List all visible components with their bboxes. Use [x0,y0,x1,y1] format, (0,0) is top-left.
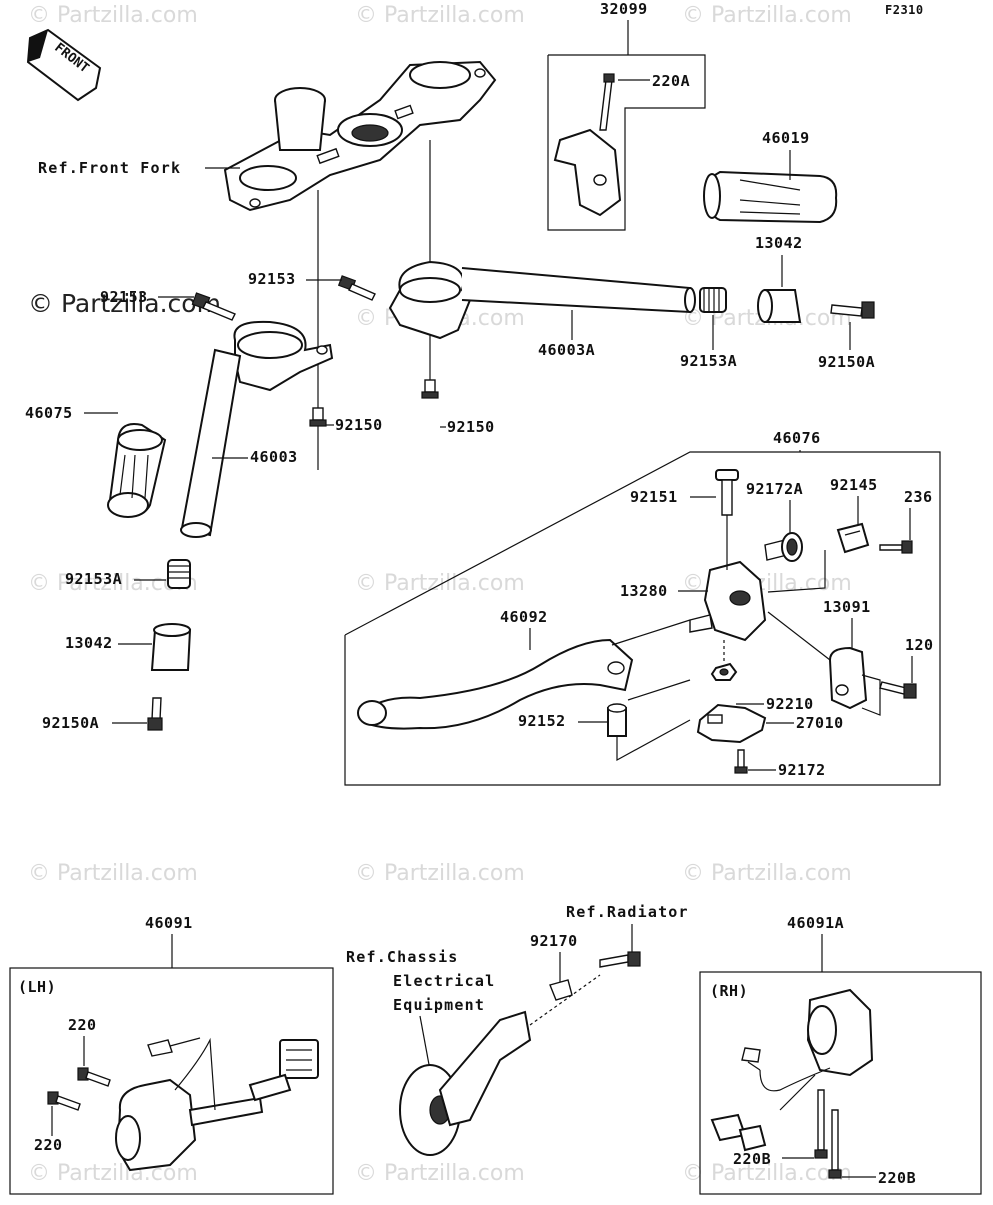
bolt-92150A-left [147,697,163,731]
nut-92210 [710,662,738,681]
label-27010: 27010 [796,714,844,732]
watermark: © Partzilla.com [28,3,198,28]
label-220-b: 220 [34,1136,63,1154]
watermark: © Partzilla.com [355,1161,525,1186]
horn [399,951,641,1156]
label-92170: 92170 [530,932,578,950]
bolt-120 [879,681,917,699]
label-46091: 46091 [145,914,193,932]
label-92172: 92172 [778,761,826,779]
screw-236 [879,540,913,554]
screw-220-a [77,1067,111,1087]
collar-92152 [607,703,627,737]
side-rh: (RH) [710,982,748,1000]
adjuster-92172A [764,532,803,562]
lever-holder [689,560,767,642]
pivot-bolt-92151 [715,469,739,516]
bolt-92153-left [191,292,236,321]
label-13280: 13280 [620,582,668,600]
bar-end-13042-left [150,623,192,671]
lever-guard-32099 [553,73,622,217]
label-92145: 92145 [830,476,878,494]
bolt-92150A-right [830,301,875,319]
label-92172A: 92172A [746,480,803,498]
label-92152: 92152 [518,712,566,730]
watermark-main: © Partzilla.com [28,289,221,318]
label-92150-b: 92150 [447,418,495,436]
label-46019: 46019 [762,129,810,147]
bolt-92153-right [337,275,376,301]
label-220-a: 220 [68,1016,97,1034]
watermark: © Partzilla.com [682,1161,852,1186]
bolt-92150-right [421,379,439,399]
bar-end-weight-right [699,287,727,313]
diagram-code: F2310 [885,3,924,17]
bar-end-weight-left [167,559,191,589]
label-92153A-top: 92153A [680,352,737,370]
left-handlebar [180,320,334,538]
watermark: © Partzilla.com [682,3,852,28]
screw-220B-b [828,1109,842,1179]
watermark: © Partzilla.com [682,861,852,886]
clutch-lever [357,638,634,730]
label-46003A: 46003A [538,341,595,359]
ref-chassis-1: Ref.Chassis [346,948,459,966]
label-92153-b: 92153 [248,270,296,288]
label-92153-a: 92153 [100,288,148,306]
label-236: 236 [904,488,933,506]
upper-triple-clamp [223,60,497,212]
bolt-92150-left [309,407,327,427]
label-13091: 13091 [823,598,871,616]
label-220B-a: 220B [733,1150,771,1168]
screw-220-b [47,1091,81,1111]
label-92151: 92151 [630,488,678,506]
watermark: © Partzilla.com [355,861,525,886]
label-13042-top: 13042 [755,234,803,252]
label-46076: 46076 [773,429,821,447]
rh-switch-housing [710,988,874,1152]
watermark: © Partzilla.com [28,861,198,886]
label-92150A-left: 92150A [42,714,99,732]
label-92153A-left: 92153A [65,570,122,588]
label-120: 120 [905,636,934,654]
lh-switch-housing [115,1037,319,1172]
label-46092: 46092 [500,608,548,626]
label-92150-a: 92150 [335,416,383,434]
side-lh: (LH) [18,978,56,996]
ref-front-fork: Ref.Front Fork [38,159,181,177]
label-32099: 32099 [600,0,648,18]
label-92150A-top: 92150A [818,353,875,371]
label-13042-left: 13042 [65,634,113,652]
switch-27010 [696,703,767,744]
watermarks: © Partzilla.com © Partzilla.com © Partzi… [28,3,852,1186]
spring-92145 [836,522,870,554]
label-220A: 220A [652,72,690,90]
label-46003: 46003 [250,448,298,466]
right-grip [703,170,838,224]
ref-chassis-2: Electrical [393,972,495,990]
screw-220B-a [814,1089,828,1159]
right-handlebar [388,260,696,340]
label-92210: 92210 [766,695,814,713]
label-220B-b: 220B [878,1169,916,1187]
ref-chassis-3: Equipment [393,996,485,1014]
screw-92172 [734,749,748,774]
label-46091A: 46091A [787,914,844,932]
clamp-13091 [828,646,868,710]
label-46075: 46075 [25,404,73,422]
watermark: © Partzilla.com [355,3,525,28]
left-grip [107,423,167,518]
ref-radiator: Ref.Radiator [566,903,689,921]
bar-end-13042-right [757,289,802,323]
watermark: © Partzilla.com [28,1161,198,1186]
watermark: © Partzilla.com [355,571,525,596]
front-arrow-icon: FRONT [26,28,102,102]
